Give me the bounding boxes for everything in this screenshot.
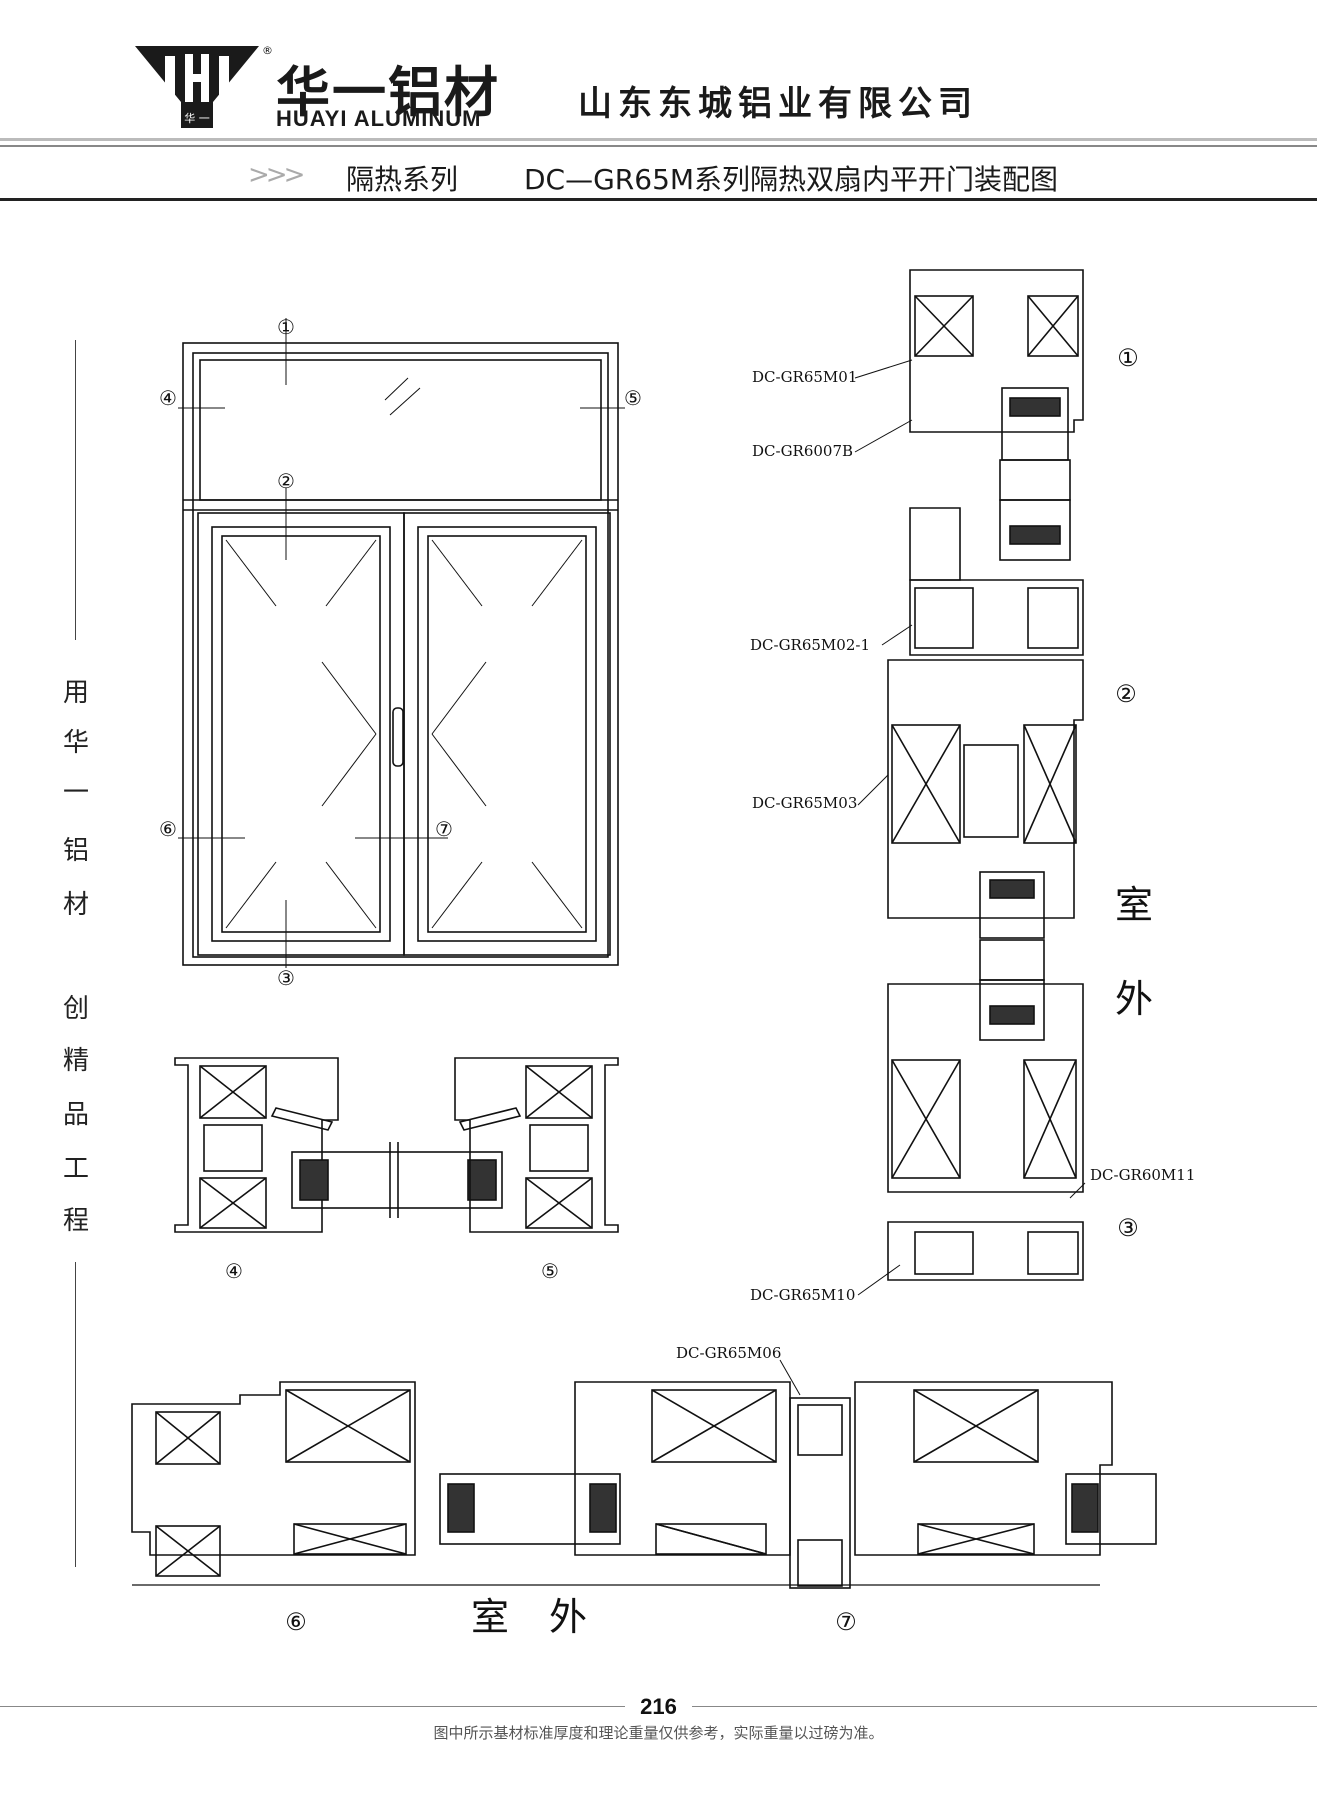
section-7-label: ⑦ <box>835 1608 857 1636</box>
slogan-char: 用 <box>62 678 89 708</box>
slogan-char: 材 <box>62 890 89 920</box>
bottom-label-outdoor: 外 <box>549 1595 587 1639</box>
section-4-5 <box>174 1057 619 1233</box>
slogan-char: 铝 <box>62 836 89 866</box>
brand-logo: 华 一 <box>135 46 259 128</box>
part-label-m03: DC-GR65M03 <box>752 794 857 812</box>
vertical-marker-3: ③ <box>1117 1214 1139 1242</box>
part-label-m10: DC-GR65M10 <box>750 1286 855 1304</box>
header-divider-bottom <box>0 198 1317 201</box>
page-number: 216 <box>640 1694 677 1719</box>
brand-name-en: HUAYI ALUMINUM <box>276 106 482 131</box>
slogan-char: 程 <box>62 1206 89 1236</box>
page-header: 华 一 ® 华一铝材 HUAYI ALUMINUM 山东东城铝业有限公司 >>>… <box>0 0 1317 205</box>
registered-mark: ® <box>262 44 273 57</box>
callout-7: ⑦ <box>435 817 453 841</box>
callout-1: ① <box>277 315 295 339</box>
part-label-m02: DC-GR65M02-1 <box>750 636 870 654</box>
section-5-label: ⑤ <box>541 1259 559 1283</box>
company-name: 山东东城铝业有限公司 <box>578 84 978 124</box>
callout-2: ② <box>277 469 295 493</box>
side-label-indoor: 室 <box>1115 883 1153 927</box>
footer-note: 图中所示基材标准厚度和理论重量仅供参考，实际重量以过磅为准。 <box>433 1724 884 1742</box>
slogan-rule-top <box>75 340 76 640</box>
logo-small-text: 华 一 <box>184 111 210 125</box>
footer-rule-right <box>692 1706 1317 1707</box>
brand-name-cn: 华一铝材 <box>276 61 500 124</box>
callout-5: ⑤ <box>624 386 642 410</box>
part-label-6007b: DC-GR6007B <box>752 442 853 460</box>
door-handle-icon <box>392 707 404 767</box>
arrow-icon: >>> <box>248 160 305 190</box>
part-label-m01: DC-GR65M01 <box>752 368 857 386</box>
bottom-label-indoor: 室 <box>471 1595 509 1639</box>
header-divider-top <box>0 138 1317 141</box>
header-divider-top-thin <box>0 145 1317 147</box>
slogan-rule-bottom <box>75 1262 76 1567</box>
series-label: 隔热系列 <box>346 163 459 196</box>
horizontal-section <box>131 1359 1157 1589</box>
section-6-label: ⑥ <box>285 1608 307 1636</box>
slogan-char: 品 <box>62 1100 89 1130</box>
slogan-char: 创 <box>62 994 89 1024</box>
door-elevation <box>178 318 625 968</box>
part-label-m06: DC-GR65M06 <box>676 1344 781 1362</box>
footer-rule-left <box>0 1706 625 1707</box>
section-4-label: ④ <box>225 1259 243 1283</box>
vertical-section <box>854 269 1086 1296</box>
callout-3: ③ <box>277 966 295 990</box>
slogan-char: 华 <box>62 728 89 758</box>
vertical-marker-1: ① <box>1117 344 1139 372</box>
part-label-m11: DC-GR60M11 <box>1090 1166 1195 1184</box>
page-title: DC—GR65M系列隔热双扇内平开门装配图 <box>524 163 1059 196</box>
vertical-marker-2: ② <box>1115 680 1137 708</box>
callout-6: ⑥ <box>159 817 177 841</box>
slogan-char: 精 <box>62 1046 89 1076</box>
side-label-outdoor: 外 <box>1115 977 1153 1021</box>
slogan-char: 工 <box>62 1154 89 1184</box>
callout-4: ④ <box>159 386 177 410</box>
slogan-char: 一 <box>62 778 89 808</box>
